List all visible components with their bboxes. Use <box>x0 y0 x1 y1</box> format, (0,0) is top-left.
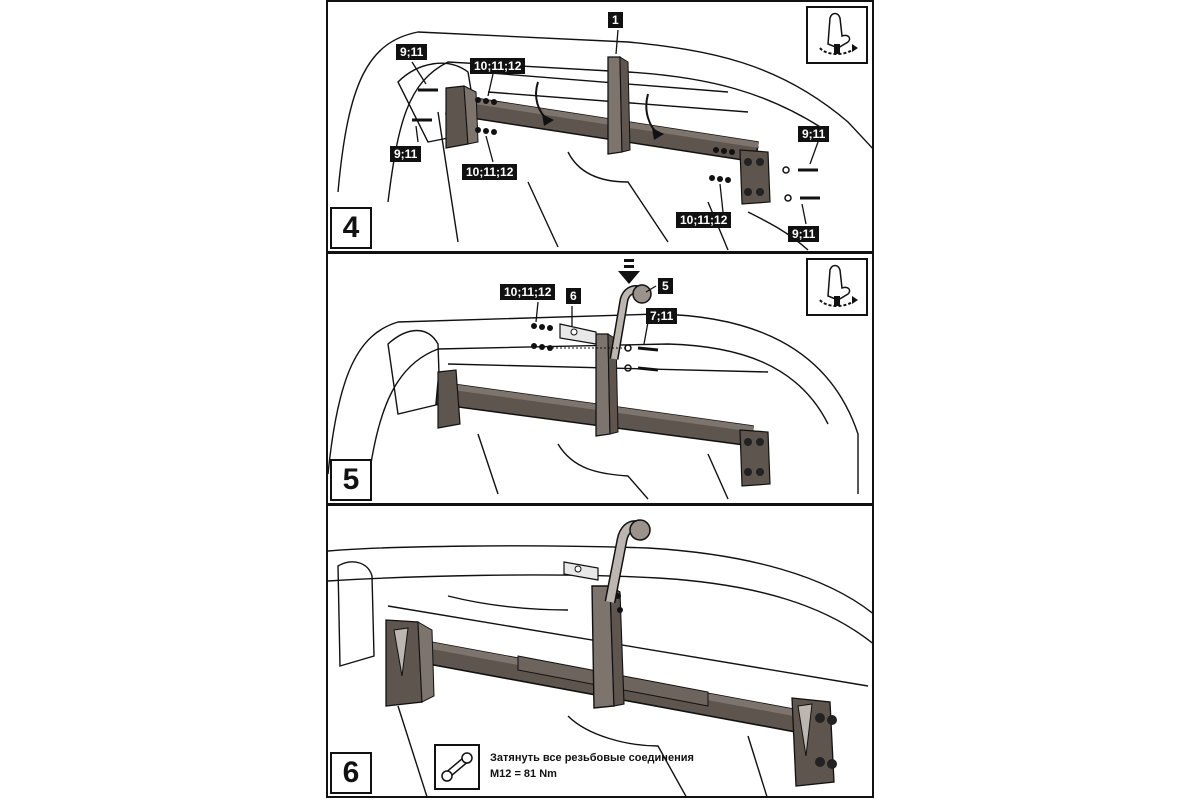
callout-leaders <box>535 285 657 345</box>
socket-plate <box>563 561 599 581</box>
callout-washer-top-left: 10;11;12 <box>470 58 526 74</box>
tow-arm-part-1 <box>607 56 631 155</box>
hand-tighten-icon-box <box>806 6 868 64</box>
step-4-panel: 1 9;11 10;11;12 9;11 10;11;12 9;11 10;11… <box>326 0 874 253</box>
right-fasteners <box>709 147 820 202</box>
torque-instruction: Затянуть все резьбовые соединения M12 = … <box>434 744 714 792</box>
torque-text-line-1: Затянуть все резьбовые соединения <box>490 752 694 764</box>
step-4-illustration <box>337 29 872 251</box>
callout-bolt-right-top: 9;11 <box>798 126 830 142</box>
callout-leaders <box>411 29 819 225</box>
tow-bar-crossmember <box>435 381 754 447</box>
tow-arm <box>591 585 625 709</box>
left-bracket <box>437 369 461 429</box>
hand-tighten-icon <box>819 264 858 307</box>
right-bracket <box>791 697 837 787</box>
insert-direction-arrow <box>618 259 640 284</box>
torque-text-line-2: M12 = 81 Nm <box>490 768 557 780</box>
step-5-panel: 10;11;12 6 5 7;11 5 <box>326 252 874 505</box>
callout-bolt-top-left: 9;11 <box>396 44 428 60</box>
step-number-4: 4 <box>330 207 372 249</box>
left-fasteners <box>412 88 497 135</box>
car-underbody-outline <box>328 545 872 796</box>
tow-ball-neck-part-5 <box>609 284 652 360</box>
step-5-fasteners <box>531 323 659 372</box>
step-6-illustration <box>328 519 872 796</box>
step-number-6: 6 <box>330 752 372 794</box>
callout-bolts: 7;11 <box>646 308 678 324</box>
car-underbody-outline <box>337 31 872 251</box>
torque-text: Затянуть все резьбовые соединения M12 = … <box>490 750 694 782</box>
callout-washers: 10;11;12 <box>500 284 556 300</box>
step-number-5: 5 <box>330 459 372 501</box>
right-bracket <box>739 429 771 487</box>
callout-bolt-left: 9;11 <box>390 146 422 162</box>
step-6-panel: Затянуть все резьбовые соединения M12 = … <box>326 504 874 798</box>
callout-bolt-right-bottom: 9;11 <box>788 226 820 242</box>
callout-part-5: 5 <box>658 278 673 294</box>
callout-washer-right: 10;11;12 <box>676 212 732 228</box>
tow-ball-neck <box>604 519 651 604</box>
step-5-illustration <box>328 259 859 500</box>
socket-plate-part-6 <box>559 323 597 345</box>
left-bracket <box>385 619 435 707</box>
callout-part-1: 1 <box>608 12 623 28</box>
wrench-icon <box>441 752 473 782</box>
hand-tighten-icon-box <box>806 258 868 316</box>
right-bracket <box>739 149 771 205</box>
callout-washer-left: 10;11;12 <box>462 164 518 180</box>
callout-part-6: 6 <box>566 288 581 304</box>
wrench-icon-box <box>434 744 480 790</box>
left-bracket <box>445 85 479 149</box>
hand-tighten-icon <box>819 12 858 55</box>
